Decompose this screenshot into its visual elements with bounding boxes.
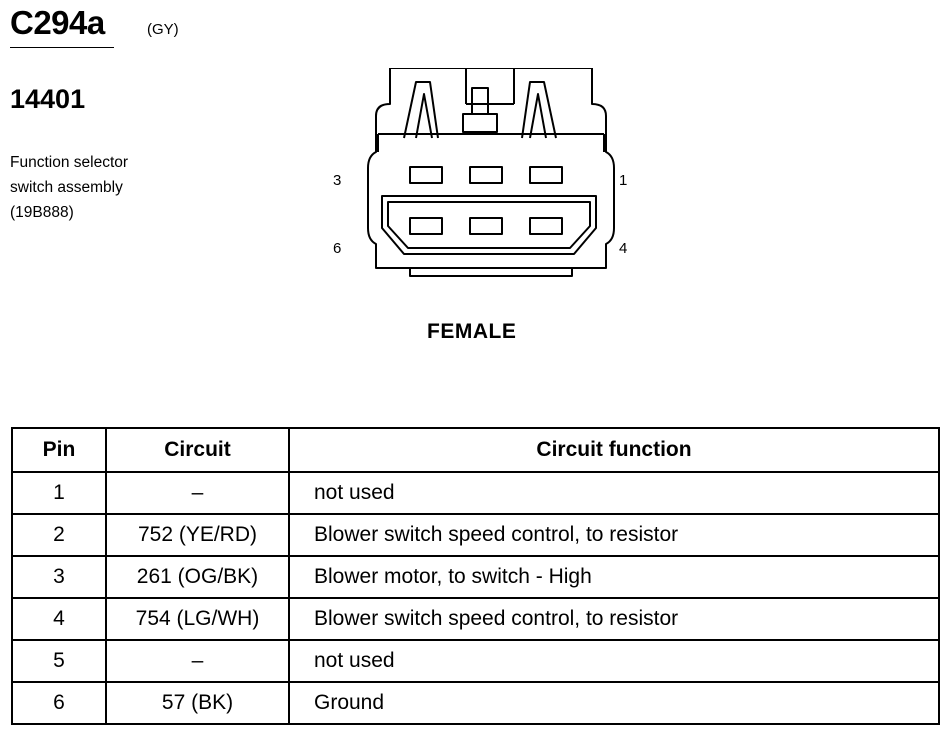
housing-rib-right — [521, 81, 557, 139]
pin-cavity-1 — [529, 166, 563, 184]
pin-cell: 1 — [11, 471, 107, 515]
description-line: Function selector — [10, 154, 129, 171]
pin-cell: 3 — [11, 555, 107, 599]
function-cell: Blower switch speed control, to resistor — [288, 597, 940, 641]
pin-label-1: 1 — [619, 172, 628, 189]
pin-circuit-table: Pin Circuit Circuit function 1 – not use… — [11, 427, 940, 725]
table-header-row: Pin Circuit Circuit function — [11, 427, 940, 473]
circuit-cell: – — [105, 471, 290, 515]
table-row: 3 261 (OG/BK) Blower motor, to switch - … — [11, 555, 940, 599]
latch-tab — [462, 113, 498, 133]
component-number: 14401 — [10, 84, 86, 114]
pin-cavity-2 — [469, 166, 503, 184]
pin-cavity-3 — [409, 166, 443, 184]
table-row: 4 754 (LG/WH) Blower switch speed contro… — [11, 597, 940, 641]
table-row: 5 – not used — [11, 639, 940, 683]
pin-cavity-4 — [529, 217, 563, 235]
pin-cell: 2 — [11, 513, 107, 557]
circuit-cell: 754 (LG/WH) — [105, 597, 290, 641]
pin-cell: 4 — [11, 597, 107, 641]
pin-label-3: 3 — [333, 172, 342, 189]
circuit-cell: 752 (YE/RD) — [105, 513, 290, 557]
function-cell: not used — [288, 471, 940, 515]
keyed-shroud — [381, 195, 597, 255]
connector-gender-label: FEMALE — [427, 320, 517, 343]
pin-cell: 6 — [11, 681, 107, 725]
connector-color: (GY) — [147, 21, 179, 38]
description-line: (19B888) — [10, 204, 74, 221]
pin-cavity-6 — [409, 217, 443, 235]
function-cell: Blower switch speed control, to resistor — [288, 513, 940, 557]
connector-housing — [367, 68, 615, 269]
pin-label-4: 4 — [619, 240, 628, 257]
pin-cavity-5 — [469, 217, 503, 235]
header-pin: Pin — [11, 427, 107, 473]
header-circuit-function: Circuit function — [288, 427, 940, 473]
component-description: Function selector switch assembly (19B88… — [10, 150, 128, 225]
pin-cell: 5 — [11, 639, 107, 683]
connector-id: C294a — [10, 4, 105, 41]
function-cell: Blower motor, to switch - High — [288, 555, 940, 599]
connector-face-diagram — [367, 68, 615, 277]
description-line: switch assembly — [10, 179, 123, 196]
circuit-cell: 57 (BK) — [105, 681, 290, 725]
header-circuit: Circuit — [105, 427, 290, 473]
locking-latch — [465, 68, 515, 105]
table-row: 6 57 (BK) Ground — [11, 681, 940, 725]
circuit-cell: 261 (OG/BK) — [105, 555, 290, 599]
connector-id-underline — [10, 47, 114, 48]
housing-rib-left — [403, 81, 439, 139]
pin-label-6: 6 — [333, 240, 342, 257]
function-cell: Ground — [288, 681, 940, 725]
circuit-cell: – — [105, 639, 290, 683]
function-cell: not used — [288, 639, 940, 683]
table-row: 2 752 (YE/RD) Blower switch speed contro… — [11, 513, 940, 557]
table-row: 1 – not used — [11, 471, 940, 515]
